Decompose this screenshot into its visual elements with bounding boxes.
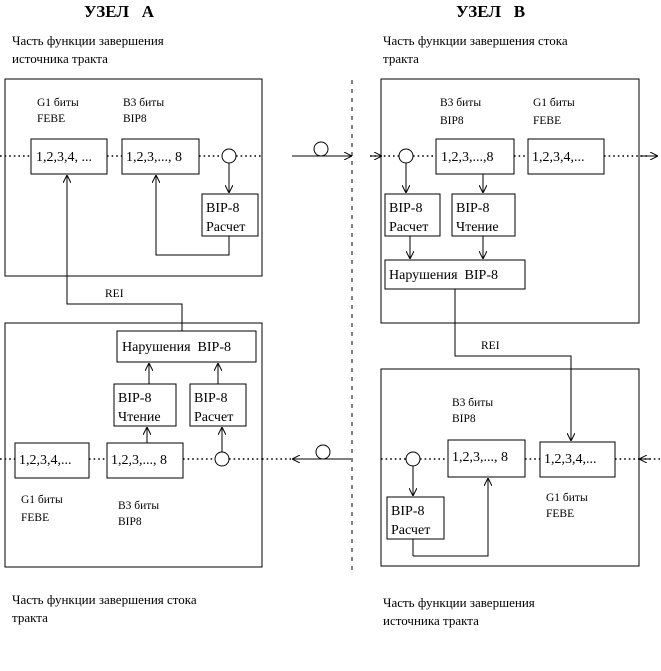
node-a-bottom-g1-label-1: G1 биты [21,494,63,506]
node-b-bottom-g1-label-2: FEBE [546,508,574,520]
node-b-bottom-calc-text-2: Расчет [391,523,430,538]
node-a-sink-caption-1: Часть функции завершения стока [12,592,197,607]
node-b-source-frame [380,368,640,567]
node-a-bottom-g1-box-text: 1,2,3,4,... [19,453,72,468]
b-to-a-link-circle [315,444,331,460]
node-a-bottom-read-box [113,383,177,427]
node-a-top-tap-circle [221,148,237,164]
node-b-bottom-b3-box-text: 1,2,3,..., 8 [452,450,508,465]
node-b-top-violations-text: Нарушения BIP-8 [389,268,498,283]
node-b-sink-caption-1: Часть функции завершения стока [383,33,568,48]
node-b-top-g1-label-1: G1 биты [533,97,575,109]
node-a-top-calc-box [201,193,259,237]
node-b-top-calc-text-1: BIP-8 [389,201,422,216]
node-a-rei-line [67,176,183,331]
node-a-top-b3-box-text: 1,2,3,..., 8 [126,150,182,165]
node-a-bottom-g1-box [14,442,90,479]
node-b-sink-frame [380,78,640,324]
node-b-bottom-g1-box-text: 1,2,3,4,... [544,452,597,467]
node-b-top-read-text-2: Чтение [456,220,499,235]
node-a-rei-label: REI [105,288,124,300]
node-a-bottom-b3-label-2: BIP8 [118,516,142,528]
node-a-bottom-violations-box [116,330,257,363]
node-b-title: УЗЕЛ В [456,2,525,21]
node-b-sink-caption-2: тракта [383,51,419,66]
node-b-bottom-b3-label-2: BIP8 [452,413,476,425]
node-b-top-b3-box-text: 1,2,3,...,8 [441,150,494,165]
node-a-sink-caption-2: тракта [12,610,48,625]
node-a-source-caption-2: источника тракта [12,51,108,66]
node-a-bottom-tap-circle [214,451,230,467]
node-a-source-frame [4,78,263,277]
node-a-bottom-read-text-2: Чтение [118,410,161,425]
node-a-top-g1-box-text: 1,2,3,4, ... [36,150,92,165]
node-b-bottom-b3-box [447,439,526,478]
node-b-bottom-b3-label-1: B3 биты [452,397,493,409]
node-b-bottom-tap-circle [405,451,421,467]
node-a-top-g1-label-2: FEBE [37,113,65,125]
node-a-bottom-calc-box [189,383,247,427]
node-b-top-b3-label-2: BIP8 [440,115,464,127]
node-a-source-caption-1: Часть функции завершения [12,33,164,48]
node-b-top-violations-box [384,259,526,290]
node-b-bottom-g1-label-1: G1 биты [546,492,588,504]
node-a-sink-frame [4,322,263,568]
node-a-top-calc-feedback [156,176,230,256]
node-b-source-caption-1: Часть функции завершения [383,595,535,610]
node-a-top-g1-label-1: G1 биты [37,97,79,109]
node-b-top-b3-label-1: B3 биты [440,97,481,109]
node-b-top-read-box [451,193,516,237]
node-b-bottom-calc-text-1: BIP-8 [391,504,424,519]
node-b-rei-label: REI [481,340,500,352]
node-b-top-read-text-1: BIP-8 [456,201,489,216]
node-a-top-calc-text-2: Расчет [206,220,245,235]
node-b-top-g1-box [527,138,605,175]
node-a-bottom-read-text-1: BIP-8 [118,391,151,406]
node-a-top-b3-label-2: BIP8 [123,113,147,125]
node-a-title: УЗЕЛ А [84,2,155,21]
node-a-bottom-g1-label-2: FEBE [21,512,49,524]
node-a-top-calc-text-1: BIP-8 [206,201,239,216]
node-b-bottom-calc-feedback [444,479,488,557]
node-a-bottom-calc-text-1: BIP-8 [194,391,227,406]
node-a-bottom-calc-text-2: Расчет [194,410,233,425]
node-b-top-calc-box [384,193,441,237]
node-b-bottom-g1-box [539,441,616,478]
node-a-bottom-b3-box [106,442,184,479]
node-a-top-b3-label-1: B3 биты [123,97,164,109]
node-b-top-b3-box [435,138,515,175]
node-a-bottom-b3-label-1: B3 биты [118,500,159,512]
node-b-rei-line [454,289,571,440]
node-a-top-g1-box [30,138,108,175]
node-b-top-tap-circle [398,148,414,164]
a-to-b-link-circle [313,141,329,157]
node-b-bottom-calc-box [386,496,445,540]
node-b-top-calc-text-2: Расчет [389,220,428,235]
node-b-top-g1-box-text: 1,2,3,4,... [532,150,585,165]
node-a-bottom-b3-box-text: 1,2,3,..., 8 [111,453,167,468]
node-a-bottom-violations-text: Нарушения BIP-8 [122,340,231,355]
node-a-top-b3-box [121,138,200,175]
node-b-top-g1-label-2: FEBE [533,115,561,127]
node-b-source-caption-2: источника тракта [383,613,479,628]
